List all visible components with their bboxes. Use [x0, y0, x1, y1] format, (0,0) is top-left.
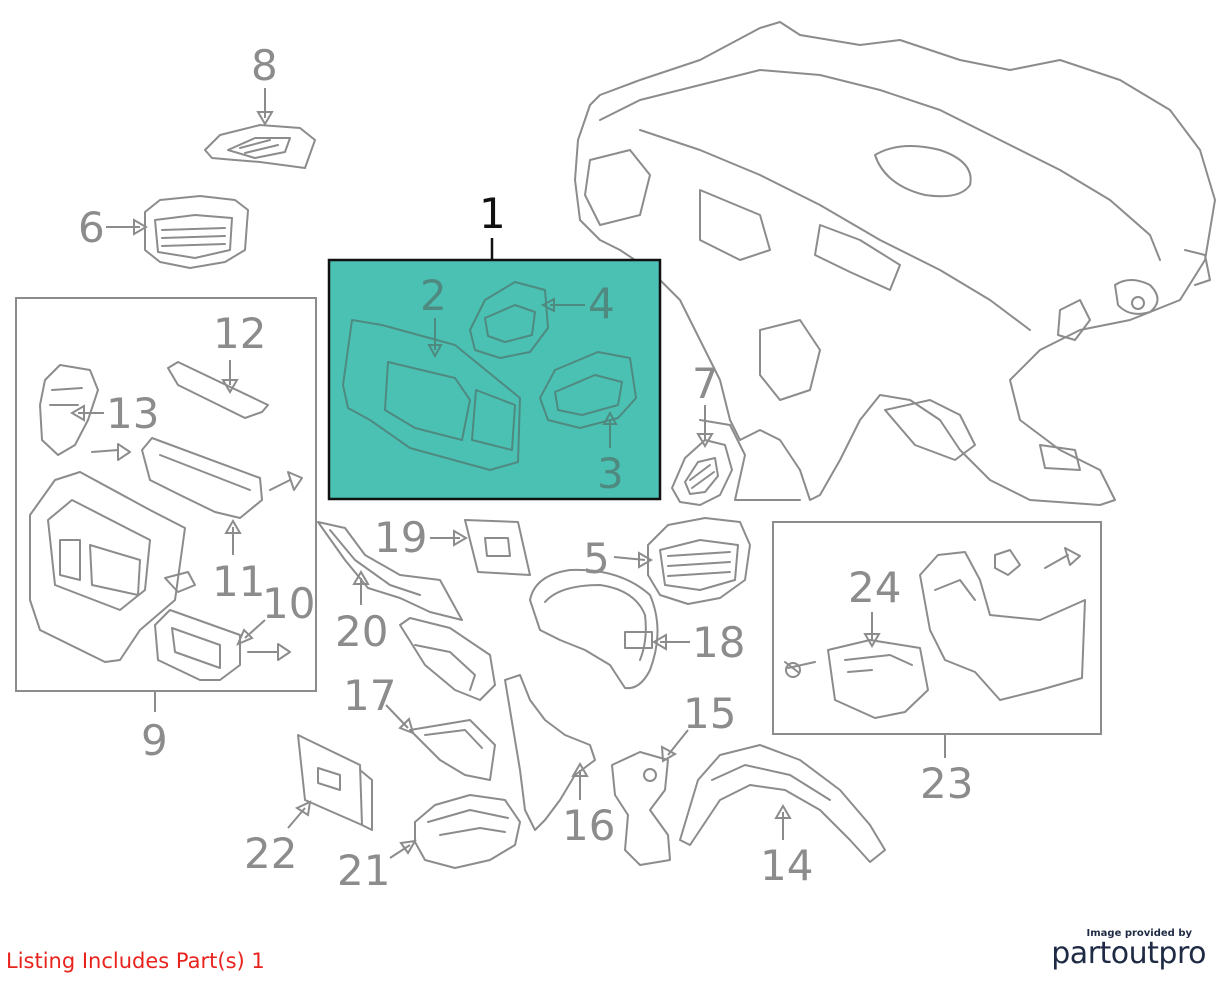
clip-23-drawing	[994, 547, 1081, 576]
callout-2: 2	[420, 271, 447, 320]
screw-11-drawing	[269, 471, 303, 491]
credit-caption: Image provided by	[1086, 928, 1192, 939]
callout-18: 18	[692, 618, 745, 667]
callout-16: 16	[562, 801, 615, 850]
callout-labels: 8 6 1 2 4 3 7 12 13 11 10 9 19 20 5 18 1…	[78, 41, 973, 895]
callout-12: 12	[213, 309, 266, 358]
part-13-drawing	[39, 364, 99, 456]
callout-7: 7	[692, 359, 719, 408]
callout-5: 5	[583, 534, 610, 583]
callout-13: 13	[106, 389, 159, 438]
listing-note: Listing Includes Part(s) 1	[6, 949, 265, 973]
part-6-drawing	[144, 195, 249, 269]
part-15-drawing	[611, 751, 671, 866]
partoutpro-logo: partoutpro	[1051, 936, 1206, 971]
part-23-drawing	[919, 551, 1086, 701]
part-14-drawing	[679, 744, 886, 863]
callout-22: 22	[244, 829, 297, 878]
callout-10: 10	[262, 579, 315, 628]
callout-4: 4	[588, 279, 615, 328]
callout-21: 21	[337, 846, 390, 895]
part-4-drawing	[469, 281, 549, 359]
callout-3: 3	[597, 449, 624, 498]
part-18-drawing	[529, 568, 659, 690]
part-1-highlight	[327, 258, 662, 501]
part-8-drawing	[204, 124, 316, 169]
screw-10-drawing	[247, 643, 291, 661]
part-7-drawing	[671, 439, 733, 506]
leader-lines	[70, 88, 946, 859]
callout-6: 6	[78, 203, 105, 252]
part-10-drawing	[154, 609, 241, 681]
callout-17: 17	[343, 671, 396, 720]
group-23-box	[772, 521, 1102, 735]
screw-24-drawing	[784, 661, 816, 678]
part-3-drawing	[539, 351, 637, 429]
group-9-box	[15, 297, 317, 692]
callout-9: 9	[141, 716, 168, 765]
callout-14: 14	[760, 841, 813, 890]
instrument-panel-drawing	[574, 21, 1216, 506]
callout-8: 8	[251, 41, 278, 90]
callout-15: 15	[683, 689, 736, 738]
image-credit: Image provided by partoutpro	[1051, 928, 1206, 971]
callout-23: 23	[920, 759, 973, 808]
callout-1: 1	[479, 189, 506, 238]
part-5-drawing	[647, 517, 751, 605]
callout-11: 11	[212, 557, 265, 606]
part-16-17-drawing	[399, 617, 596, 831]
part-22-drawing	[297, 734, 373, 831]
part-24-drawing	[827, 639, 929, 719]
part-21-drawing	[414, 794, 521, 869]
screw-13-drawing	[91, 443, 131, 461]
part-11-drawing	[141, 437, 263, 519]
part-19-drawing	[464, 519, 531, 576]
callout-24: 24	[848, 563, 901, 612]
part-12-drawing	[167, 361, 269, 419]
callout-20: 20	[335, 607, 388, 656]
part-2-drawing	[342, 319, 521, 471]
callout-19: 19	[374, 513, 427, 562]
part-9-bezel-drawing	[29, 471, 196, 663]
